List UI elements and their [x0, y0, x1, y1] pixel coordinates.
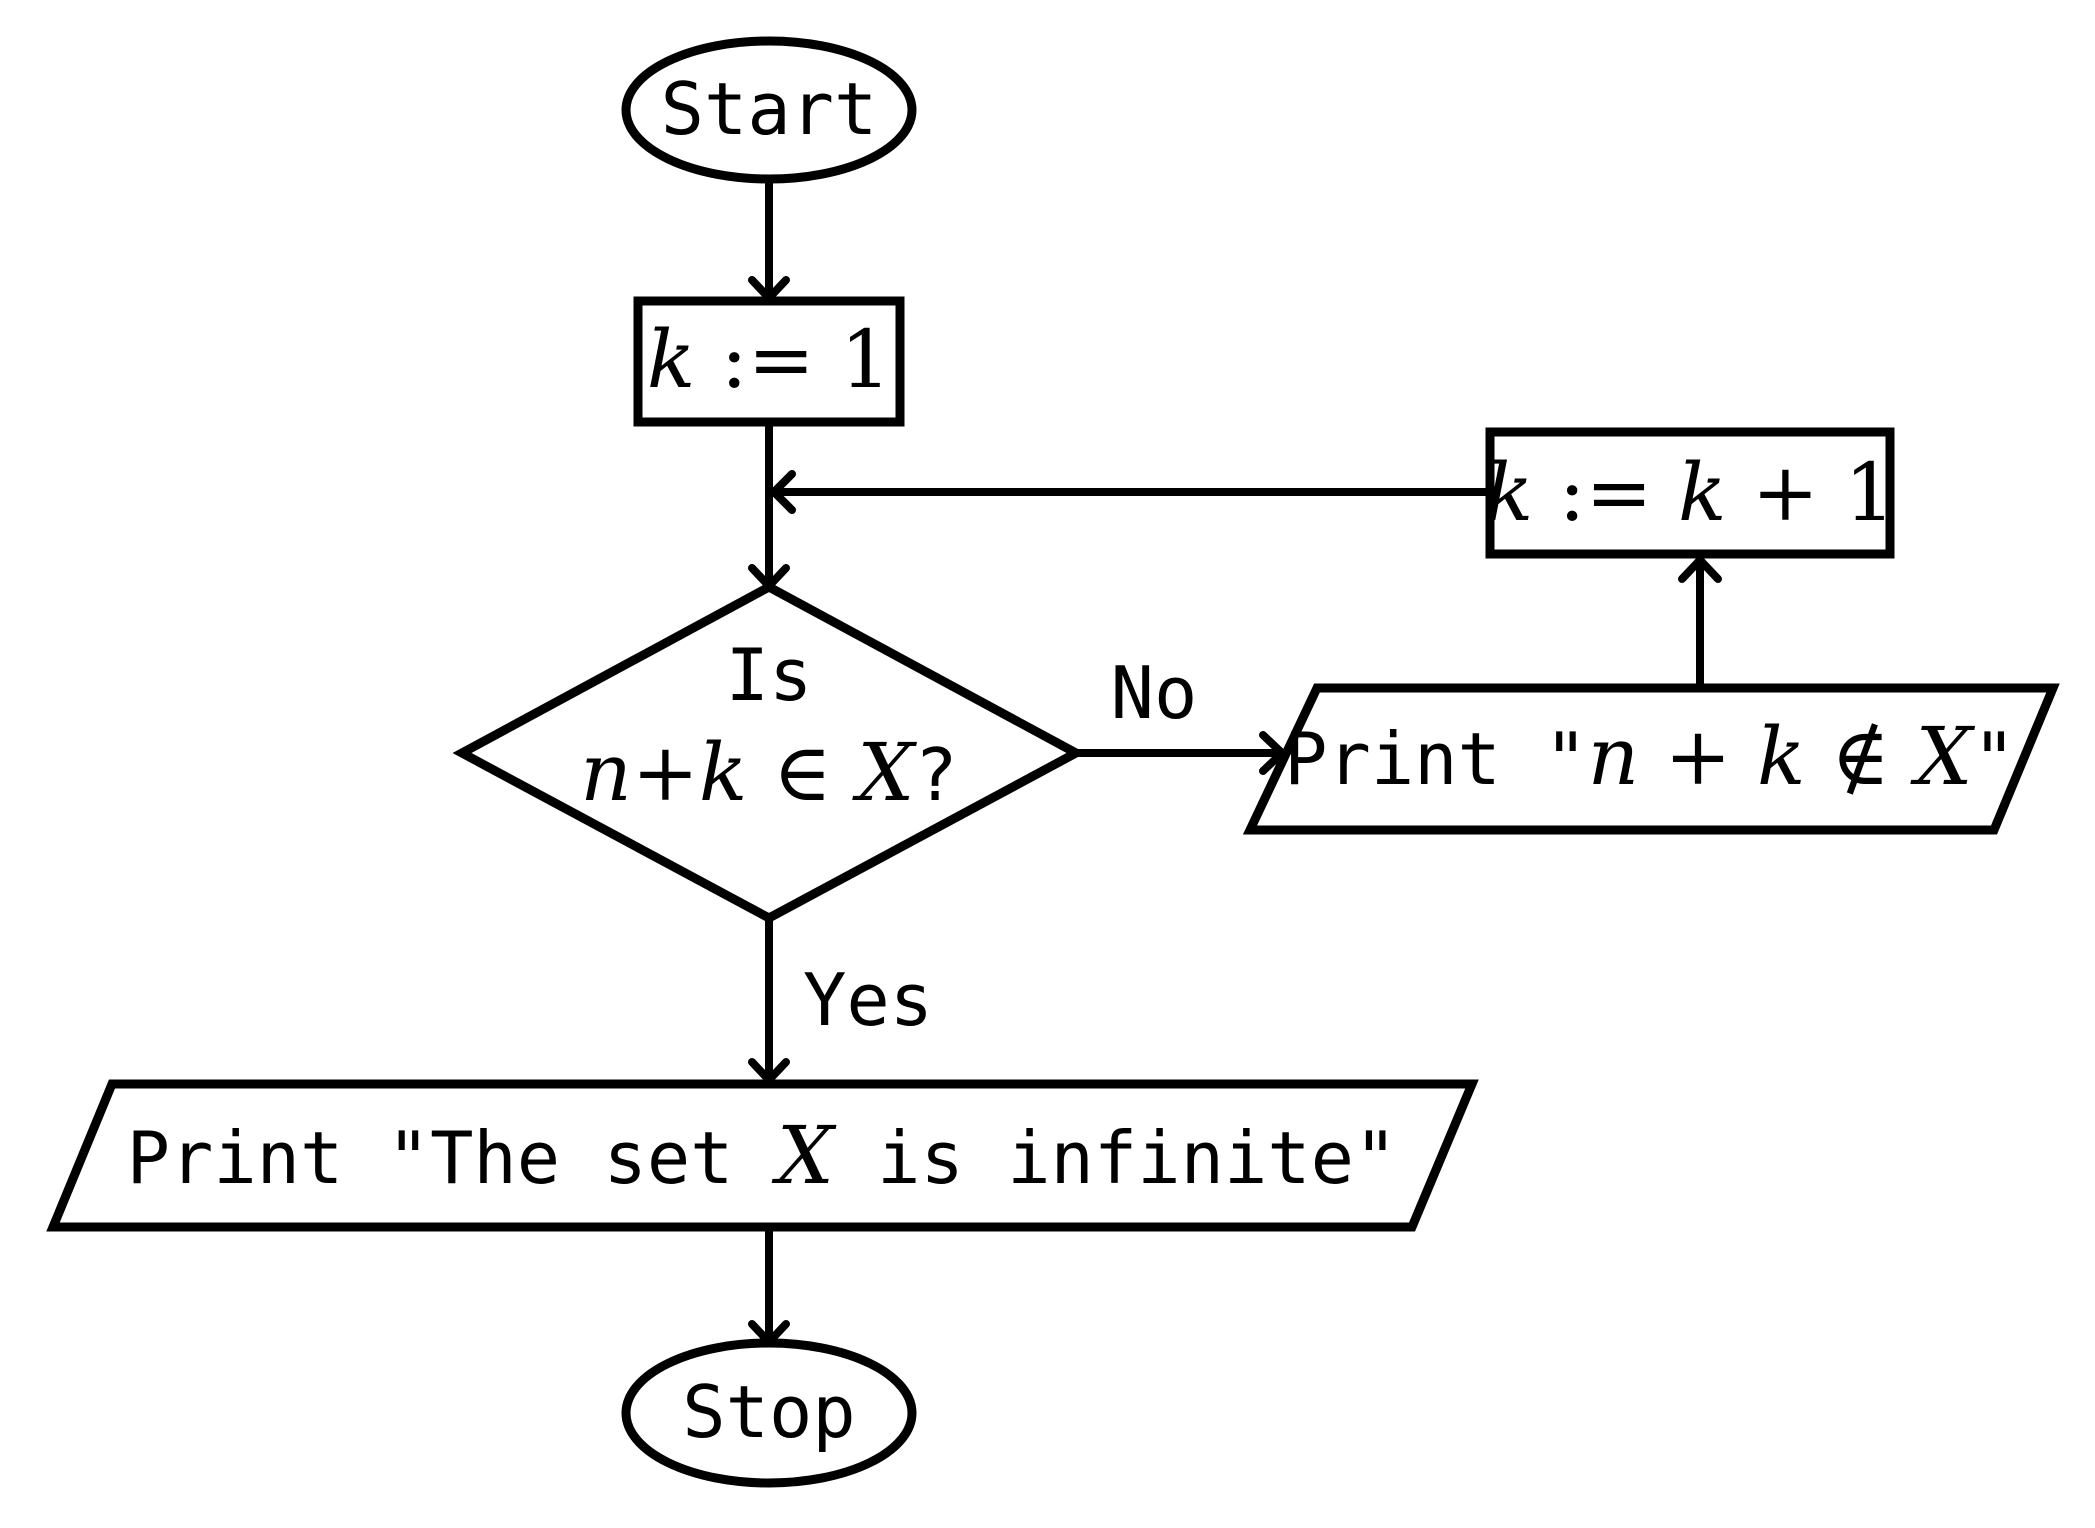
stop-terminal [621, 1338, 917, 1488]
print-infinite-io [46, 1079, 1479, 1232]
stop-label: Stop [682, 1370, 855, 1454]
start-label: Start [661, 67, 878, 151]
print-not-member-io [1242, 683, 2060, 835]
edge-label-no: No [1111, 651, 1198, 735]
init-process-box [633, 296, 905, 427]
start-terminal [621, 36, 917, 184]
init-label: k := 1 [647, 313, 891, 406]
arrowhead-loop [770, 470, 796, 514]
arrowhead-increment [1678, 556, 1722, 583]
decision-label-line2: n+k ∈ X? [580, 726, 957, 819]
print-infinite-label: Print "The set X is infinite" [127, 1109, 1398, 1202]
decision-diamond [452, 581, 1086, 924]
decision-label-line1: Is [726, 633, 813, 717]
increment-process-box [1485, 427, 1895, 559]
edge-label-yes: Yes [803, 958, 933, 1042]
increment-label: k := k + 1 [1485, 446, 1896, 539]
print-not-member-label: Print "n + k ∉ X" [1284, 710, 2016, 803]
